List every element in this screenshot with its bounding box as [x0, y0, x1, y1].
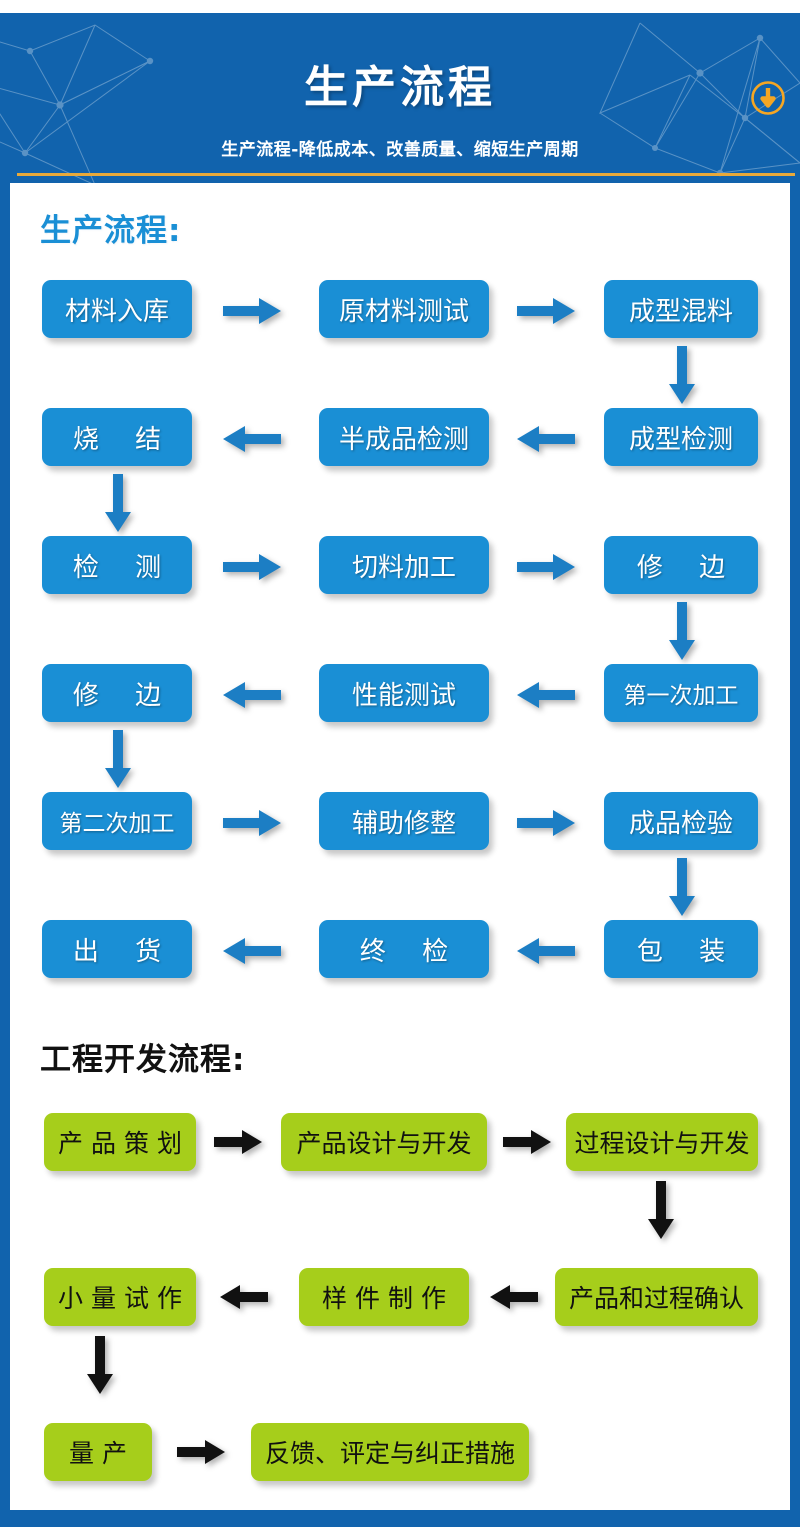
- arrow-down-g-c3: [647, 1179, 675, 1241]
- node-product-design-development[interactable]: 产品设计与开发: [281, 1113, 487, 1171]
- arrow-down-c3-r3: [668, 600, 696, 662]
- arrow-right-r1-b: [515, 297, 577, 325]
- network-pattern-decoration: [0, 22, 800, 183]
- node-sample-making[interactable]: 样件制作: [299, 1268, 469, 1326]
- arrow-down-c1-r2: [104, 472, 132, 534]
- header-divider-rule: [17, 173, 795, 176]
- right-border-band: [790, 183, 800, 1527]
- node-auxiliary-finishing[interactable]: 辅助修整: [319, 792, 489, 850]
- node-cutting-processing[interactable]: 切料加工: [319, 536, 489, 594]
- node-label: 包 装: [636, 936, 740, 967]
- node-forming-mixing[interactable]: 成型混料: [604, 280, 758, 338]
- arrow-left-r6-b: [515, 937, 577, 965]
- arrow-right-g3-a: [175, 1439, 227, 1465]
- node-raw-material-test[interactable]: 原材料测试: [319, 280, 489, 338]
- arrow-left-r4-b: [515, 681, 577, 709]
- node-final-inspection[interactable]: 终 检: [319, 920, 489, 978]
- node-small-batch-trial[interactable]: 小量试作: [44, 1268, 196, 1326]
- node-packaging[interactable]: 包 装: [604, 920, 758, 978]
- page-title: 生产流程: [304, 62, 496, 113]
- node-label: 出 货: [72, 936, 176, 967]
- page-header: 生产流程 生产流程-降低成本、改善质量、缩短生产周期: [0, 13, 800, 183]
- arrow-down-g-c1: [86, 1334, 114, 1396]
- arrow-left-r2-b: [515, 425, 577, 453]
- node-label: 修 边: [636, 552, 740, 583]
- node-final-product-inspection[interactable]: 成品检验: [604, 792, 758, 850]
- arrow-right-r3-b: [515, 553, 577, 581]
- arrow-left-r2-a: [221, 425, 283, 453]
- node-second-processing[interactable]: 第二次加工: [42, 792, 192, 850]
- arrow-down-c3-r1: [668, 344, 696, 406]
- arrow-right-r3-a: [221, 553, 283, 581]
- node-label: 小量试作: [57, 1284, 190, 1313]
- node-first-processing[interactable]: 第一次加工: [604, 664, 758, 722]
- node-product-planning[interactable]: 产品策划: [44, 1113, 196, 1171]
- arrow-right-r5-a: [221, 809, 283, 837]
- arrow-left-g2-a: [218, 1284, 270, 1310]
- section-heading-engineering: 工程开发流程:: [40, 1042, 246, 1078]
- node-label: 产品策划: [57, 1129, 190, 1158]
- node-label: 修 边: [72, 680, 176, 711]
- bottom-border-band: [0, 1510, 800, 1527]
- arrow-right-g1-a: [212, 1129, 264, 1155]
- node-sintering[interactable]: 烧 结: [42, 408, 192, 466]
- node-label: 烧 结: [72, 424, 176, 455]
- node-process-design-development[interactable]: 过程设计与开发: [566, 1113, 758, 1171]
- node-inspection[interactable]: 检 测: [42, 536, 192, 594]
- content-card: 生产流程: 材料入库 原材料测试 成型混料 烧 结 半成品检: [10, 183, 790, 1510]
- node-material-inbound[interactable]: 材料入库: [42, 280, 192, 338]
- section-heading-production: 生产流程:: [40, 213, 182, 249]
- arrow-down-c3-r5: [668, 856, 696, 918]
- node-mass-production[interactable]: 量产: [44, 1423, 152, 1481]
- page-subtitle: 生产流程-降低成本、改善质量、缩短生产周期: [221, 140, 579, 160]
- node-label: 检 测: [72, 552, 176, 583]
- node-shipment[interactable]: 出 货: [42, 920, 192, 978]
- arrow-left-r4-a: [221, 681, 283, 709]
- node-trimming-r3[interactable]: 修 边: [604, 536, 758, 594]
- node-performance-test[interactable]: 性能测试: [319, 664, 489, 722]
- node-label: 量产: [68, 1439, 135, 1468]
- node-trimming-r4[interactable]: 修 边: [42, 664, 192, 722]
- node-label: 样件制作: [321, 1284, 454, 1313]
- left-border-band: [0, 183, 10, 1527]
- arrow-left-g2-b: [488, 1284, 540, 1310]
- arrow-right-r5-b: [515, 809, 577, 837]
- arrow-right-g1-b: [501, 1129, 553, 1155]
- arrow-down-c1-r4: [104, 728, 132, 790]
- node-forming-inspection[interactable]: 成型检测: [604, 408, 758, 466]
- node-product-process-validation[interactable]: 产品和过程确认: [555, 1268, 758, 1326]
- node-feedback-assessment-corrective[interactable]: 反馈、评定与纠正措施: [251, 1423, 529, 1481]
- arrow-right-r1-a: [221, 297, 283, 325]
- node-label: 终 检: [359, 936, 463, 967]
- node-semi-finished-inspection[interactable]: 半成品检测: [319, 408, 489, 466]
- arrow-left-r6-a: [221, 937, 283, 965]
- download-arrow-icon[interactable]: [750, 80, 786, 116]
